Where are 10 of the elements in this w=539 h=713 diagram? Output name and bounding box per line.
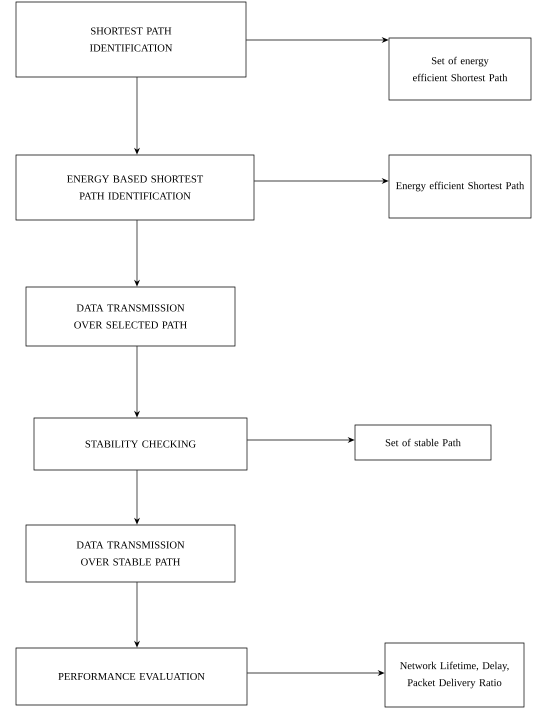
process-box: DATA TRANSMISSION OVER STABLE PATH: [26, 524, 236, 582]
result-box: Network Lifetime, Delay, Packet Delivery Ratio: [384, 642, 524, 708]
process-box: SHORTEST PATH IDENTIFICATION: [16, 2, 246, 78]
process-box: ENERGY BASED SHORTEST PATH IDENTIFICATION: [16, 154, 254, 220]
process-box: DATA TRANSMISSION OVER SELECTED PATH: [26, 286, 236, 346]
result-box: Energy efficient Shortest Path: [388, 154, 532, 218]
result-box: Set of energy efficient Shortest Path: [388, 38, 532, 100]
process-box: STABILITY CHECKING: [34, 418, 248, 470]
result-box: Set of stable Path: [354, 424, 492, 460]
process-box: PERFORMANCE EVALUATION: [16, 648, 248, 706]
